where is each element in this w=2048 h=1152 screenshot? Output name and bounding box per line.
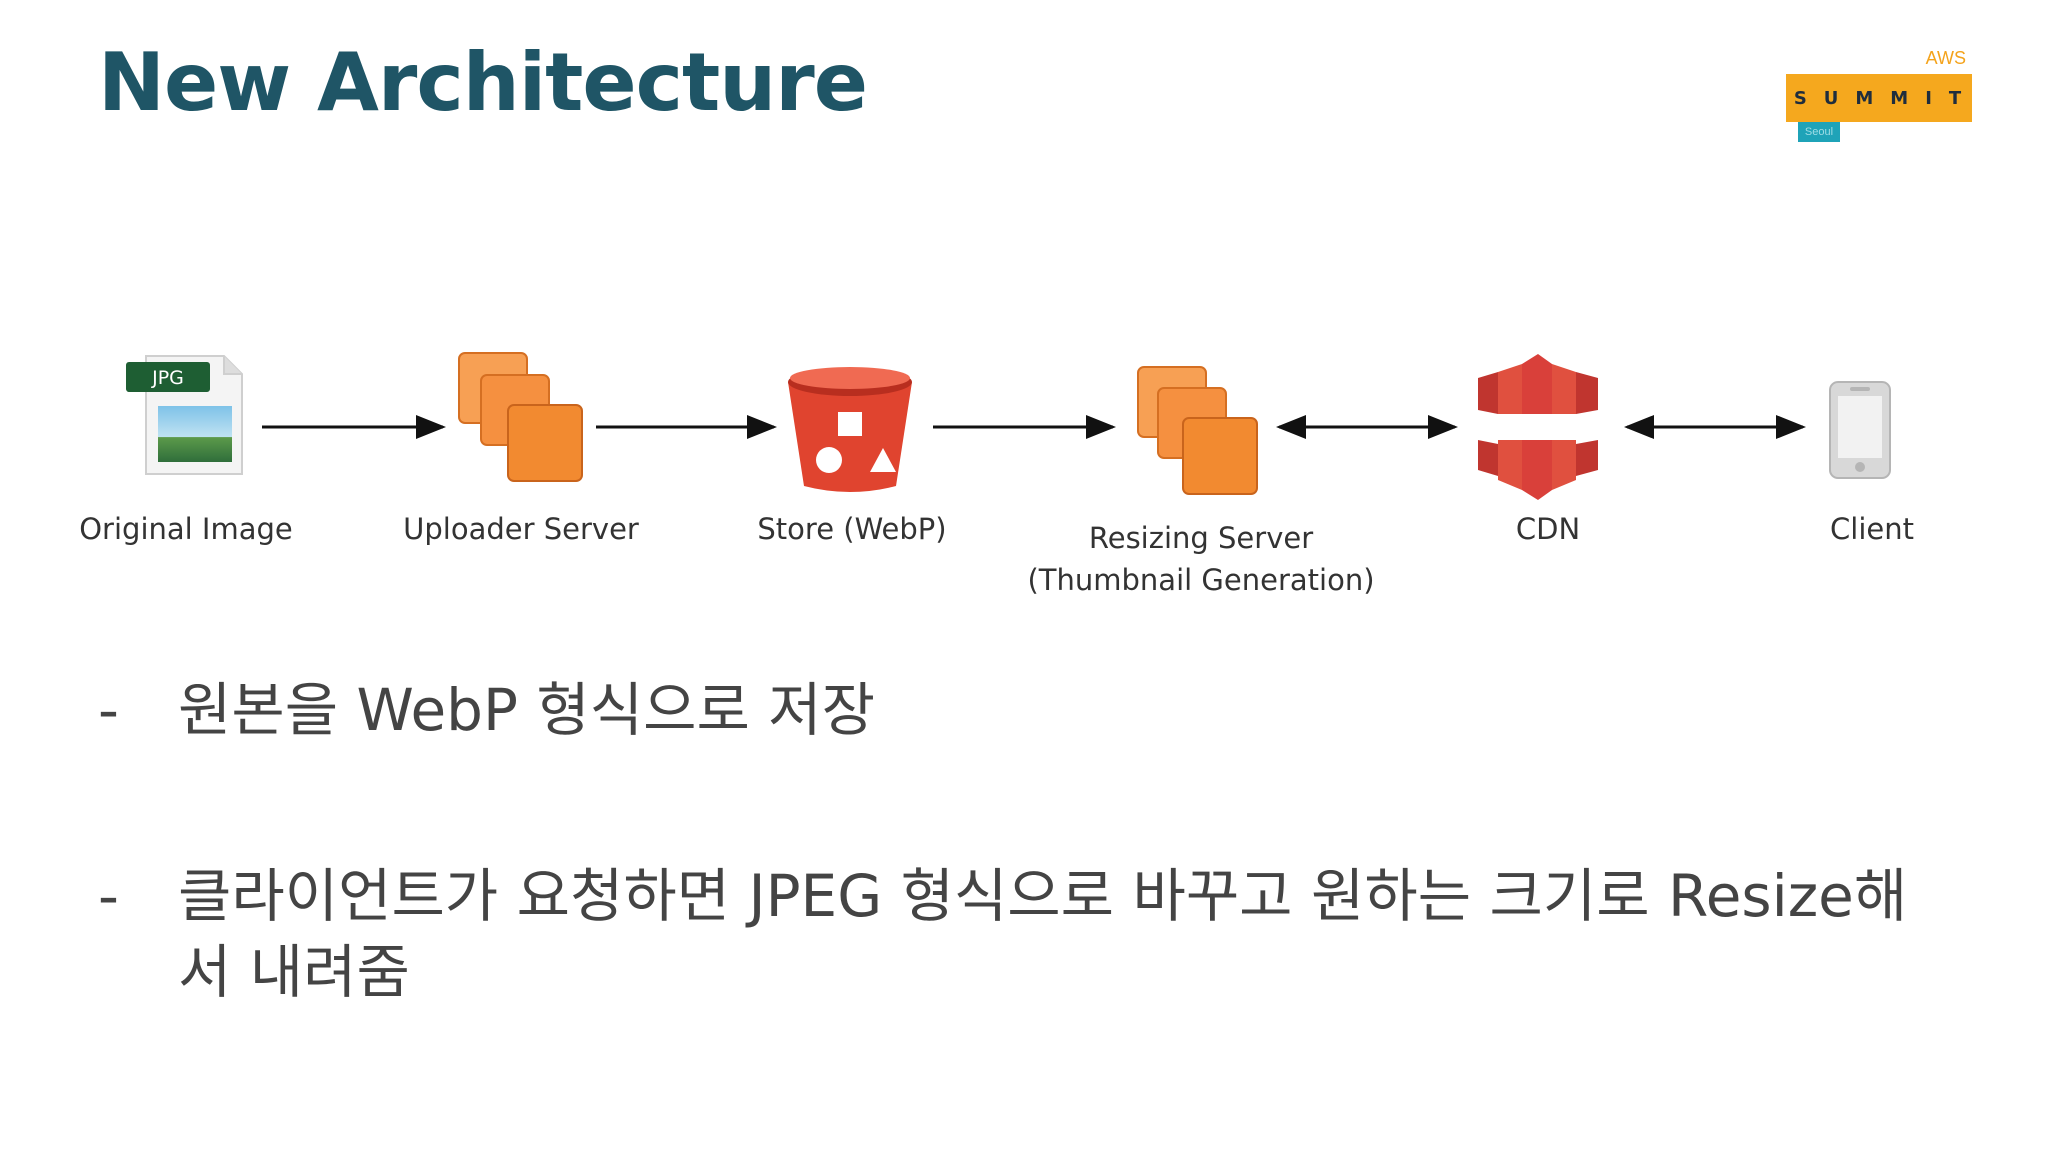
node-label-original-image: Original Image [79, 512, 293, 546]
bullet-dash: - [98, 676, 119, 744]
bullet-dash: - [98, 862, 119, 930]
node-label-uploader-server: Uploader Server [403, 512, 639, 546]
jpg-file-icon: JPG [126, 355, 243, 475]
bullet-text: 원본을 WebP 형식으로 저장 [178, 676, 875, 744]
slide-title: New Architecture [98, 36, 868, 129]
logo-wordmark: SUMMIT [1786, 74, 1972, 122]
logo-city: Seoul [1798, 122, 1840, 142]
logo-aws-text: AWS [1925, 48, 1966, 68]
node-label-cdn: CDN [1515, 512, 1581, 546]
node-label-store: Store (WebP) [757, 512, 947, 546]
node-label-resizing-server: Resizing Server [1088, 521, 1314, 555]
jpg-badge: JPG [151, 367, 184, 389]
server-stack-icon [458, 352, 583, 482]
aws-summit-logo: AWS SUMMIT Seoul [1782, 48, 1976, 148]
mobile-phone-icon [1829, 381, 1891, 479]
node-label-client: Client [1830, 512, 1914, 546]
storage-bucket-icon [788, 367, 912, 492]
bullet-text: 클라이언트가 요청하면 JPEG 형식으로 바꾸고 원하는 크기로 Resize… [178, 862, 1908, 1006]
cdn-icon [1478, 354, 1598, 500]
server-stack-icon [1137, 366, 1258, 495]
node-sublabel-resizing-server: (Thumbnail Generation) [1027, 563, 1375, 597]
